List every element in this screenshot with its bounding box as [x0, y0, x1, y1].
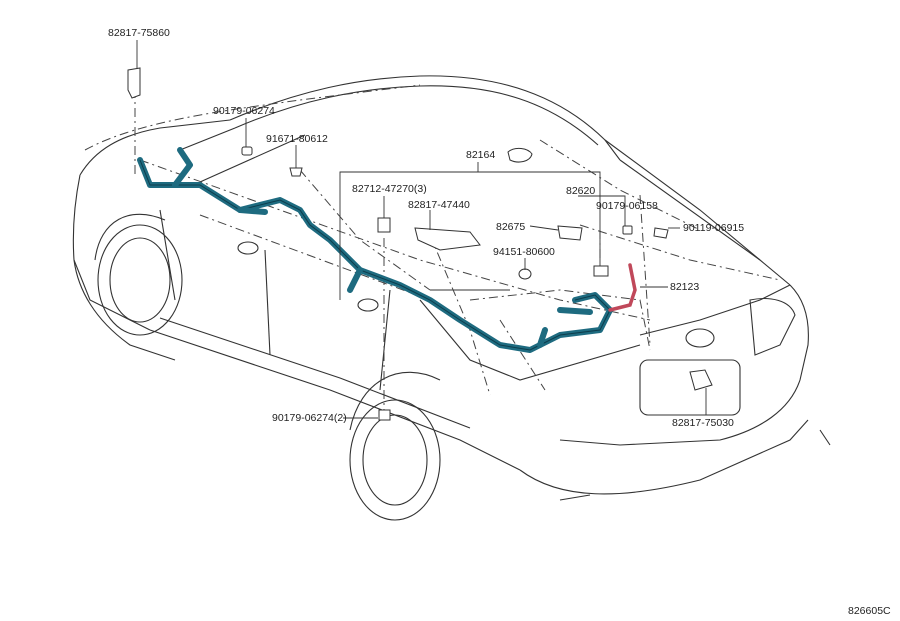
- bolt-91671-80612: [289, 167, 303, 177]
- label-82712-47270: 82712-47270(3): [352, 183, 427, 195]
- label-90179-06274-bottom: 90179-06274(2): [272, 412, 347, 424]
- label-82817-75860: 82817-75860: [108, 27, 170, 39]
- label-90179-06158: 90179-06158: [596, 200, 658, 212]
- label-82817-47440: 82817-47440: [408, 199, 470, 211]
- clamp-82712-47270: [377, 217, 391, 233]
- part-labels: 82817-75860 90179-06274 91671-80612 8216…: [108, 27, 891, 617]
- label-91671-80612: 91671-80612: [266, 133, 328, 145]
- label-82620: 82620: [566, 185, 595, 197]
- car-body: [72, 75, 831, 521]
- label-90119-06915: 90119-06915: [683, 222, 744, 234]
- protector-82164: [507, 147, 533, 163]
- clip-94151-80600: [518, 268, 532, 280]
- bracket-82817-75860: [127, 67, 141, 99]
- inner-outlines: [84, 70, 781, 410]
- label-82164: 82164: [466, 149, 495, 161]
- label-82123: 82123: [670, 281, 699, 293]
- bolt-90119-06915: [653, 227, 669, 239]
- parts-icons: [127, 67, 713, 421]
- bracket-82675: [557, 225, 583, 241]
- label-82675: 82675: [496, 221, 525, 233]
- bracket-82817-47440: [414, 227, 481, 251]
- clip-90179-06274-bottom: [378, 409, 391, 421]
- relay-82620: [593, 265, 609, 277]
- nut-90179-06158: [622, 225, 633, 235]
- clip-90179-06274-top: [241, 146, 253, 156]
- label-94151-80600: 94151-80600: [493, 246, 555, 258]
- wire-harness: [137, 147, 613, 353]
- bracket-82817-75030: [689, 369, 713, 391]
- leader-lines: [136, 40, 707, 419]
- diagram-id: 826605C: [848, 605, 891, 617]
- label-90179-06274-top: 90179-06274: [213, 105, 275, 117]
- label-82817-75030: 82817-75030: [672, 417, 734, 429]
- battery-cable: [608, 263, 637, 312]
